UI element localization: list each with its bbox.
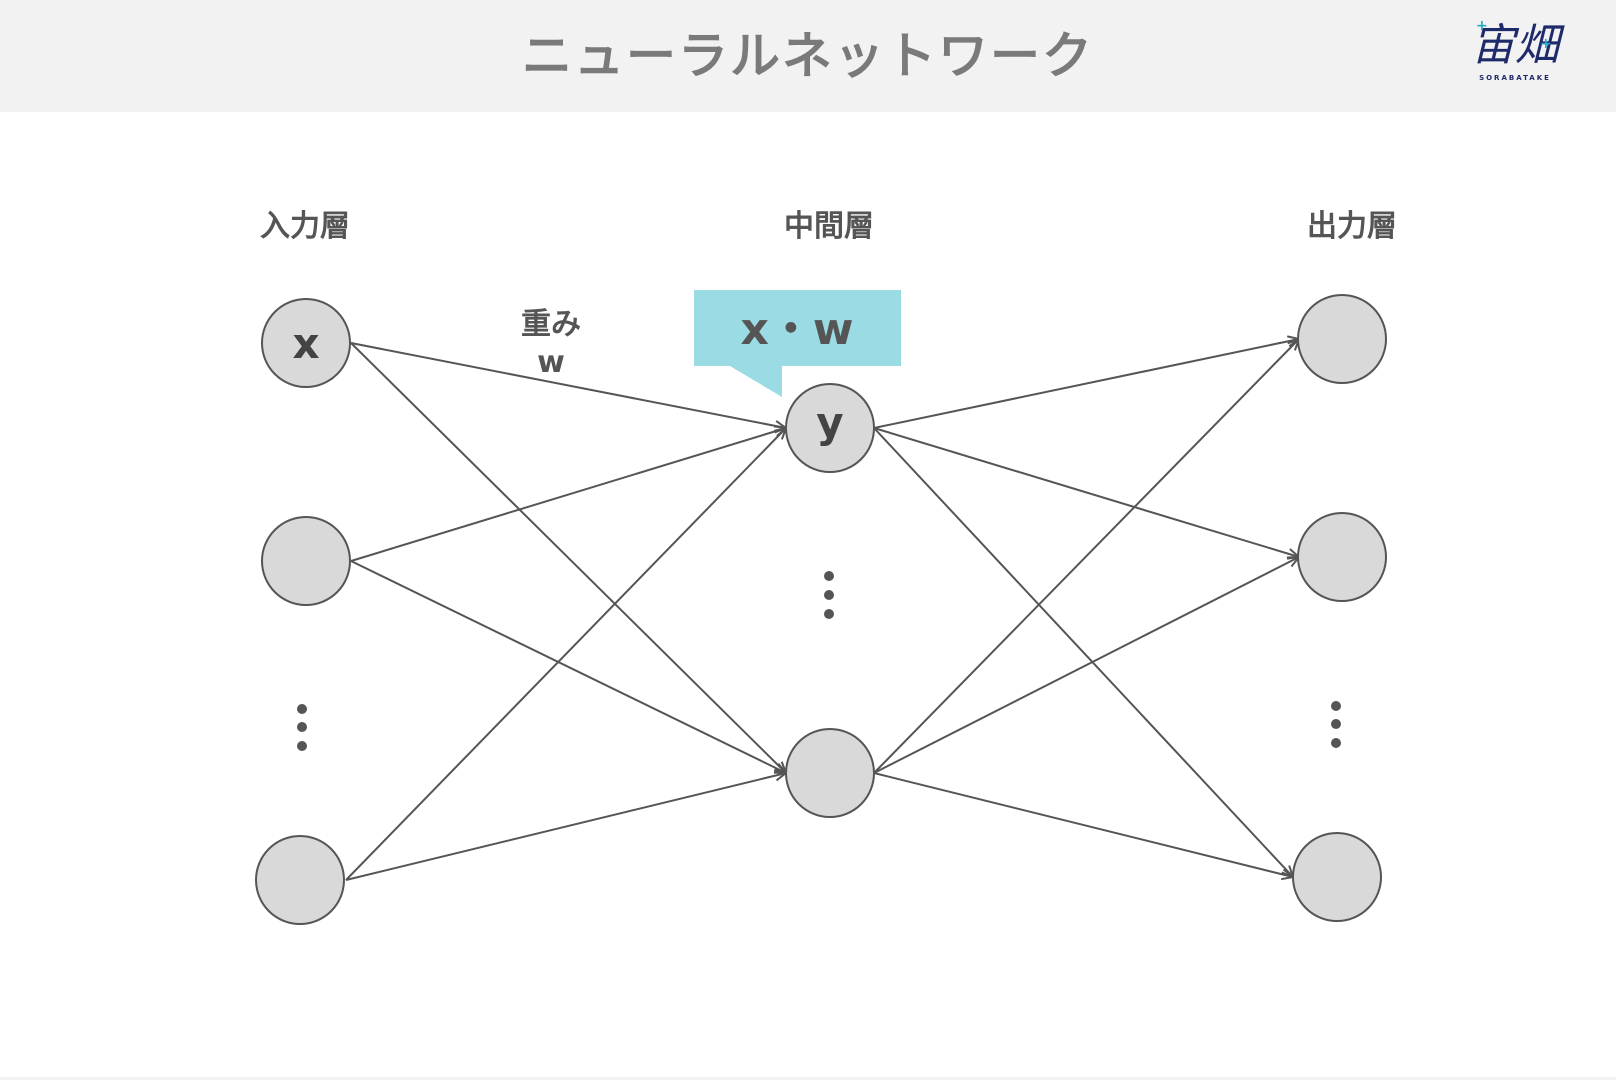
- weight-label: 重み: [521, 307, 581, 342]
- hidden-layer-label: 中間層: [784, 209, 874, 244]
- logo-glyphs: 宙畑: [1471, 20, 1559, 71]
- sorabatake-logo: 宙畑 SORABATAKE + +: [1460, 18, 1570, 90]
- callout-bubble: [694, 290, 901, 397]
- ellipsis-dot: [1331, 738, 1341, 748]
- output-node-1: [1297, 294, 1387, 384]
- hidden-node-bottom: [785, 728, 875, 818]
- edge-y-to-output1: [873, 339, 1299, 429]
- edge-y-to-output2: [873, 427, 1299, 557]
- edge-x-to-hidden-bottom: [350, 342, 786, 773]
- weight-symbol: w: [537, 345, 565, 380]
- output-node-2: [1297, 512, 1387, 602]
- input-node-x-label: x: [292, 319, 319, 368]
- edge-hidden-bottom-to-output2: [873, 557, 1299, 774]
- edge-input2-to-hidden-bottom: [350, 560, 786, 773]
- logo-plus-icon: +: [1540, 36, 1552, 52]
- edge-input-last-to-hidden-bottom: [345, 773, 786, 881]
- edge-hidden-bottom-to-output1: [873, 339, 1299, 774]
- ellipsis-dot: [1331, 701, 1341, 711]
- edge-hidden-bottom-to-output-last: [873, 772, 1293, 877]
- input-node-2: [261, 516, 351, 606]
- hidden-ellipsis: [824, 571, 834, 619]
- hidden-node-y: [785, 383, 875, 473]
- hidden-node-y-label: y: [816, 398, 843, 447]
- output-ellipsis: [1331, 701, 1341, 748]
- input-ellipsis: [297, 704, 307, 751]
- callout-text: x・w: [740, 304, 853, 355]
- ellipsis-dot: [297, 741, 307, 751]
- edge-x-to-y: [350, 342, 786, 428]
- ellipsis-dot: [824, 590, 834, 600]
- input-layer-label: 入力層: [260, 209, 350, 244]
- edge-input2-to-y: [350, 428, 786, 562]
- output-layer-label: 出力層: [1307, 209, 1397, 244]
- output-node-last: [1292, 832, 1382, 922]
- input-node-x: [261, 298, 351, 388]
- header-bar: ニューラルネットワーク 宙畑 SORABATAKE + +: [0, 0, 1616, 112]
- ellipsis-dot: [1331, 719, 1341, 729]
- hidden-to-output-edges: [873, 339, 1299, 877]
- page-title: ニューラルネットワーク: [522, 27, 1094, 85]
- input-node-last: [255, 835, 345, 925]
- ellipsis-dot: [297, 704, 307, 714]
- logo-sparkle-icon: +: [1476, 18, 1488, 34]
- bottom-divider: [0, 1077, 1616, 1080]
- weighted-sum-callout: x・w: [694, 290, 901, 397]
- edge-y-to-output-last: [873, 427, 1293, 877]
- input-to-hidden-edges: [345, 342, 786, 881]
- ellipsis-dot: [824, 609, 834, 619]
- ellipsis-dot: [297, 722, 307, 732]
- logo-subtext: SORABATAKE: [1479, 74, 1551, 82]
- edge-input-last-to-y: [345, 428, 786, 881]
- ellipsis-dot: [824, 571, 834, 581]
